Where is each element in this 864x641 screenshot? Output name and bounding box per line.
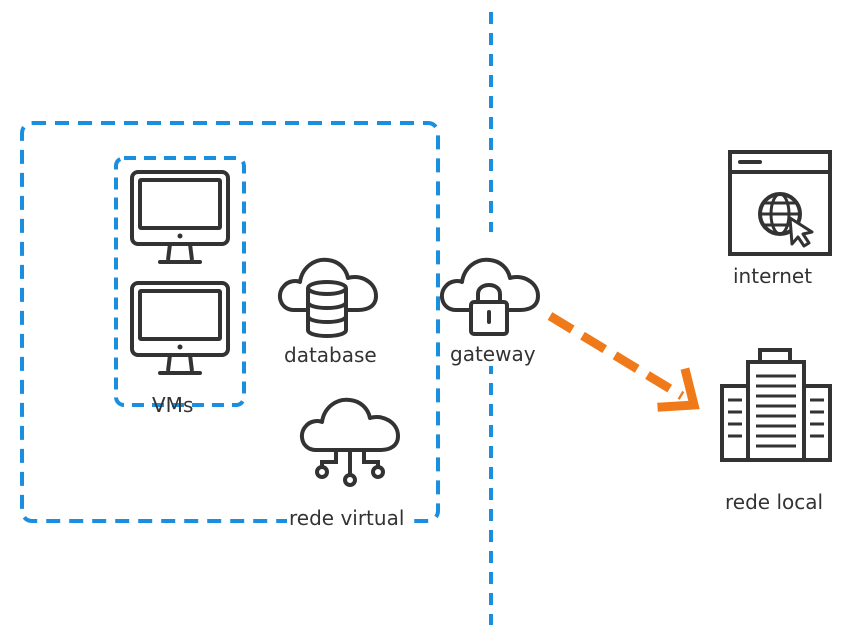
cloud-lock-icon: [439, 257, 540, 336]
cloud-database-icon: [277, 257, 378, 338]
gateway-label: gateway: [448, 342, 538, 366]
connection-arrow: [547, 312, 700, 412]
rede-virtual-label: rede virtual: [287, 506, 407, 530]
office-building-icon: [720, 348, 832, 462]
vms-label: VMs: [152, 393, 194, 417]
rede-local-label: rede local: [723, 490, 826, 514]
virtual-network-boundary: [20, 121, 440, 523]
database-label: database: [282, 343, 379, 367]
browser-globe-icon: [728, 150, 832, 256]
cloud-network-icon: [299, 397, 400, 487]
internet-label: internet: [731, 264, 815, 288]
